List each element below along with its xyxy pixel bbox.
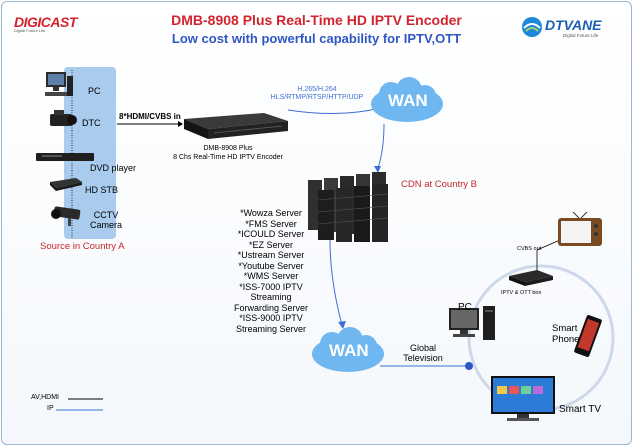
cloud-icon bbox=[371, 77, 443, 122]
crt-tv-icon bbox=[558, 211, 602, 246]
encoder-device bbox=[184, 105, 288, 146]
ip-arrow-cdn bbox=[374, 166, 381, 173]
pc-endpoint-label: PC bbox=[458, 302, 472, 313]
server-list-item: Streaming Server bbox=[235, 323, 307, 334]
encoder-desc: 8 Chs Real-Time HD IPTV Encoder bbox=[173, 154, 283, 161]
cctv-device bbox=[48, 204, 84, 233]
smart-tv-icon bbox=[491, 376, 555, 421]
source-label-cctv: CCTV Camera bbox=[89, 210, 122, 230]
phone-label-line: Phone bbox=[552, 334, 580, 345]
old-tv-device bbox=[557, 211, 603, 255]
dtvane-logo-text: DTVANE bbox=[545, 17, 602, 33]
encoder-protocol-streams: HLS/RTMP/RTSP/HTTP/UDP bbox=[270, 94, 364, 101]
server-list-item: Forwarding Server bbox=[233, 302, 309, 313]
page-title: DMB-8908 Plus Real-Time HD IPTV Encoder bbox=[171, 12, 462, 28]
pc-icon bbox=[45, 72, 73, 96]
legend-ip-label: IP bbox=[47, 405, 54, 412]
wan-top-label: WAN bbox=[388, 91, 428, 110]
server-list-item: *Wowza Server bbox=[240, 208, 302, 218]
set-top-box-icon bbox=[50, 178, 82, 191]
server-list-item: *WMS Server bbox=[243, 271, 299, 281]
encoder-input-label: 8*HDMI/CVBS in bbox=[119, 112, 181, 121]
dtvane-logo: DTVANE Digital Future Life bbox=[521, 16, 617, 42]
cdn-label: CDN at Country B bbox=[401, 179, 478, 190]
digicast-logo: DIGICAST Digital Future Life bbox=[14, 14, 84, 40]
phone-label: Smart Phone bbox=[552, 323, 579, 345]
cvbs-line-2 bbox=[536, 239, 561, 251]
ott-box-device bbox=[509, 268, 553, 293]
pc-device bbox=[44, 72, 74, 103]
smart-tv-device bbox=[491, 374, 555, 429]
server-list-item: *FMS Server bbox=[245, 218, 297, 229]
source-label-stb: HD STB bbox=[85, 185, 119, 195]
digicast-tagline: Digital Future Life bbox=[14, 28, 46, 33]
server-list-item: *ISS-7000 IPTV bbox=[239, 281, 303, 292]
cdn-servers bbox=[304, 170, 400, 249]
phone-device bbox=[570, 314, 606, 365]
dvd-device bbox=[36, 150, 94, 168]
camcorder-icon bbox=[50, 110, 77, 126]
wan-cloud-bottom bbox=[308, 326, 388, 381]
phone-label-line: Smart bbox=[552, 323, 578, 334]
ip-arrow-wan-bottom bbox=[338, 321, 346, 329]
cvbs-out-label: CVBS out bbox=[517, 246, 542, 252]
dtvane-logo-icon bbox=[522, 17, 542, 37]
source-label-dtc: DTC bbox=[82, 118, 101, 128]
page-subtitle: Low cost with powerful capability for IP… bbox=[171, 31, 462, 46]
encoder-name: DMB-8908 Plus bbox=[203, 145, 253, 152]
encoder-protocol-codec: H.265/H.264 bbox=[297, 86, 337, 93]
dvd-player-icon bbox=[36, 153, 94, 161]
source-caption: Source in Country A bbox=[40, 241, 125, 252]
dtvane-tagline: Digital Future Life bbox=[563, 33, 599, 38]
server-list-item: *Ustream Server bbox=[237, 250, 305, 260]
av-arrow bbox=[178, 121, 183, 127]
global-label-line: Global bbox=[409, 343, 436, 353]
server-list-item: *ICOULD Server bbox=[237, 229, 305, 239]
dtc-device bbox=[48, 108, 78, 137]
global-label: Global Television bbox=[400, 343, 446, 363]
server-list: *Wowza Server *FMS Server *ICOULD Server… bbox=[228, 208, 314, 334]
source-label-dvd: DVD player bbox=[90, 163, 137, 173]
wan-bottom-label: WAN bbox=[329, 341, 369, 360]
stb-device bbox=[50, 176, 82, 197]
ip-line-wan-cdn bbox=[377, 123, 385, 169]
smartphone-icon bbox=[574, 315, 602, 357]
smart-tv-label: Smart TV bbox=[559, 404, 602, 415]
global-label-line: Television bbox=[403, 353, 443, 363]
desktop-pc-icon bbox=[449, 306, 495, 340]
server-list-item: *ISS-9000 IPTV bbox=[239, 313, 303, 323]
cloud-icon bbox=[312, 327, 384, 372]
ott-box-icon bbox=[509, 270, 553, 286]
ip-line-cdn-wan bbox=[329, 239, 343, 326]
ring-node bbox=[465, 362, 473, 370]
server-list-item: Streaming bbox=[250, 292, 292, 302]
server-list-item: *EZ Server bbox=[248, 239, 293, 250]
wan-cloud-top bbox=[367, 76, 447, 131]
cctv-camera-icon bbox=[51, 206, 81, 226]
server-rack-icon bbox=[308, 172, 389, 242]
ott-box-label: IPTV & OTT box bbox=[501, 290, 542, 296]
pc-endpoint bbox=[447, 304, 499, 349]
ip-line-encoder-wan bbox=[287, 107, 381, 115]
source-label-pc: PC bbox=[88, 86, 101, 96]
server-list-item: *Youtube Server bbox=[238, 260, 304, 271]
encoder-icon bbox=[184, 113, 288, 139]
legend-av-label: AV,HDMI bbox=[31, 394, 60, 401]
digicast-logo-text: DIGICAST bbox=[14, 14, 77, 30]
